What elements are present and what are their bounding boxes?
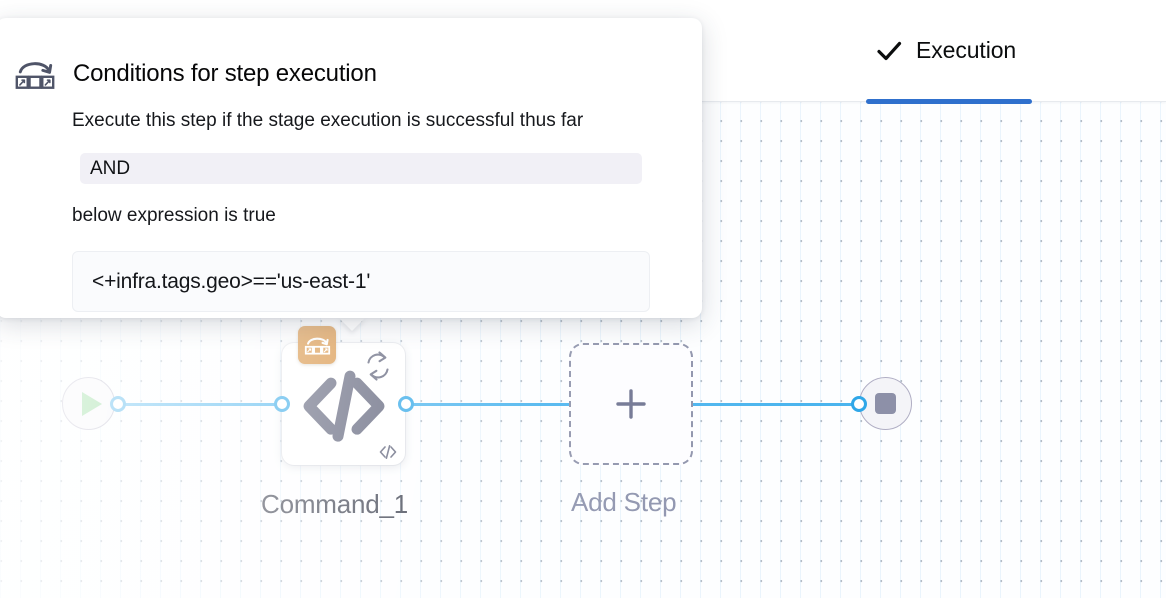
connector-line-step-to-addstep bbox=[404, 403, 574, 406]
check-icon bbox=[876, 38, 902, 64]
conditional-execution-icon bbox=[15, 62, 55, 89]
tab-execution-underline bbox=[866, 99, 1033, 104]
condition-expression-box: <+infra.tags.geo>=='us-east-1' bbox=[72, 251, 650, 312]
connector-line-addstep-to-end bbox=[690, 403, 865, 406]
popup-tail bbox=[338, 317, 366, 331]
step-conditions-popup: Conditions for step execution Execute th… bbox=[0, 18, 702, 318]
start-node-output-port[interactable] bbox=[110, 396, 126, 412]
conditional-execution-icon bbox=[304, 337, 330, 355]
play-icon bbox=[81, 391, 102, 416]
add-step-button[interactable] bbox=[569, 343, 693, 465]
retry-loop-icon bbox=[367, 351, 389, 381]
conditional-execution-badge[interactable] bbox=[298, 326, 336, 364]
tab-execution-label: Execution bbox=[916, 37, 1017, 63]
end-node-input-port[interactable] bbox=[851, 396, 867, 412]
step-output-port[interactable] bbox=[398, 396, 414, 412]
step-node-label: Command_1 bbox=[261, 489, 409, 519]
popup-title: Conditions for step execution bbox=[73, 60, 377, 87]
connector-line-start-to-step bbox=[118, 403, 288, 406]
stop-icon bbox=[875, 393, 896, 414]
popup-sub-description: below expression is true bbox=[72, 205, 276, 226]
start-node[interactable] bbox=[62, 377, 115, 430]
code-small-icon bbox=[379, 445, 397, 459]
step-input-port[interactable] bbox=[274, 396, 290, 412]
popup-description: Execute this step if the stage execution… bbox=[72, 110, 584, 131]
add-step-label: Add Step bbox=[571, 487, 677, 517]
plus-icon bbox=[616, 389, 646, 419]
tab-execution[interactable]: Execution bbox=[866, 0, 1033, 104]
condition-operator-chip: AND bbox=[80, 153, 642, 184]
